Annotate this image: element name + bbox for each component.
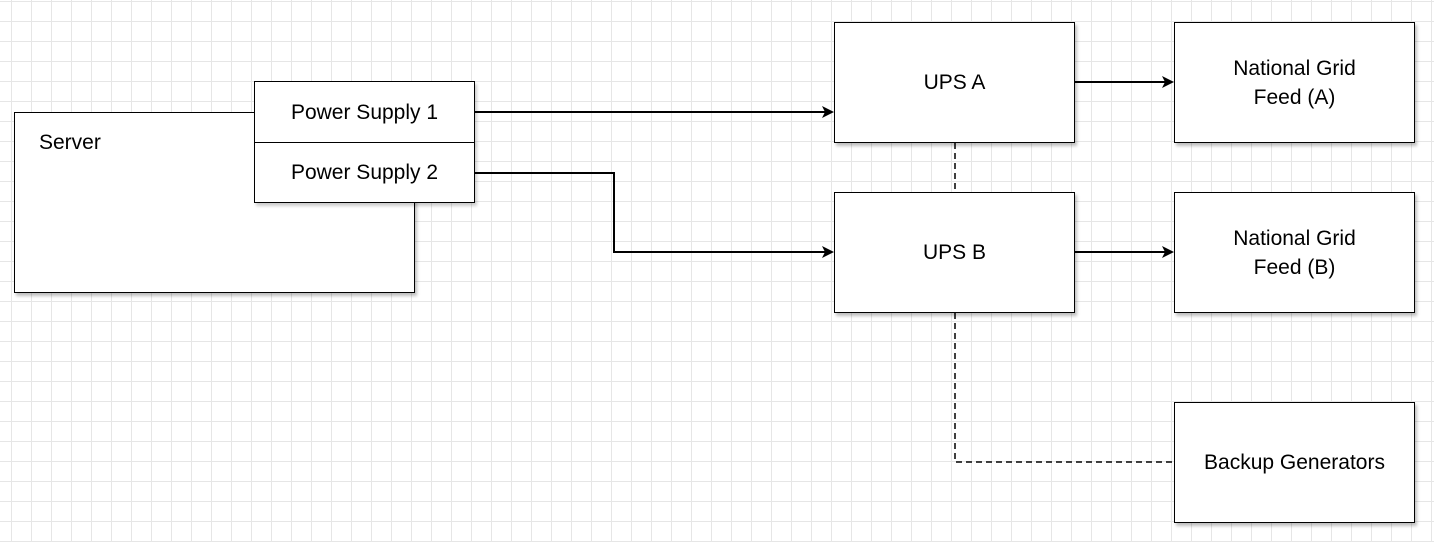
edge-ps2-to-ups-b[interactable] (475, 172, 834, 258)
server-label: Server (39, 131, 101, 154)
national-grid-feed-a-label: National Grid Feed (A) (1233, 56, 1356, 109)
power-supply-1-label: Power Supply 1 (290, 100, 439, 124)
power-supply-2-label: Power Supply 2 (290, 161, 439, 184)
national-grid-feed-a-node[interactable]: National Grid Feed (A) (1174, 22, 1415, 143)
power-supply-1-node[interactable]: Power Supply 1 (254, 81, 475, 143)
ups-a-label: UPS A (923, 71, 986, 94)
backup-generators-node[interactable]: Backup Generators (1174, 402, 1415, 523)
edge-ups-b-to-backup-dashed[interactable] (954, 313, 1174, 463)
ups-b-node[interactable]: UPS B (834, 192, 1075, 313)
power-supply-2-node[interactable]: Power Supply 2 (254, 142, 475, 203)
national-grid-feed-b-label: National Grid Feed (B) (1233, 226, 1356, 279)
ups-a-node[interactable]: UPS A (834, 22, 1075, 143)
national-grid-feed-b-node[interactable]: National Grid Feed (B) (1174, 192, 1415, 313)
backup-generators-label: Backup Generators (1204, 451, 1385, 474)
ups-b-label: UPS B (922, 241, 987, 264)
